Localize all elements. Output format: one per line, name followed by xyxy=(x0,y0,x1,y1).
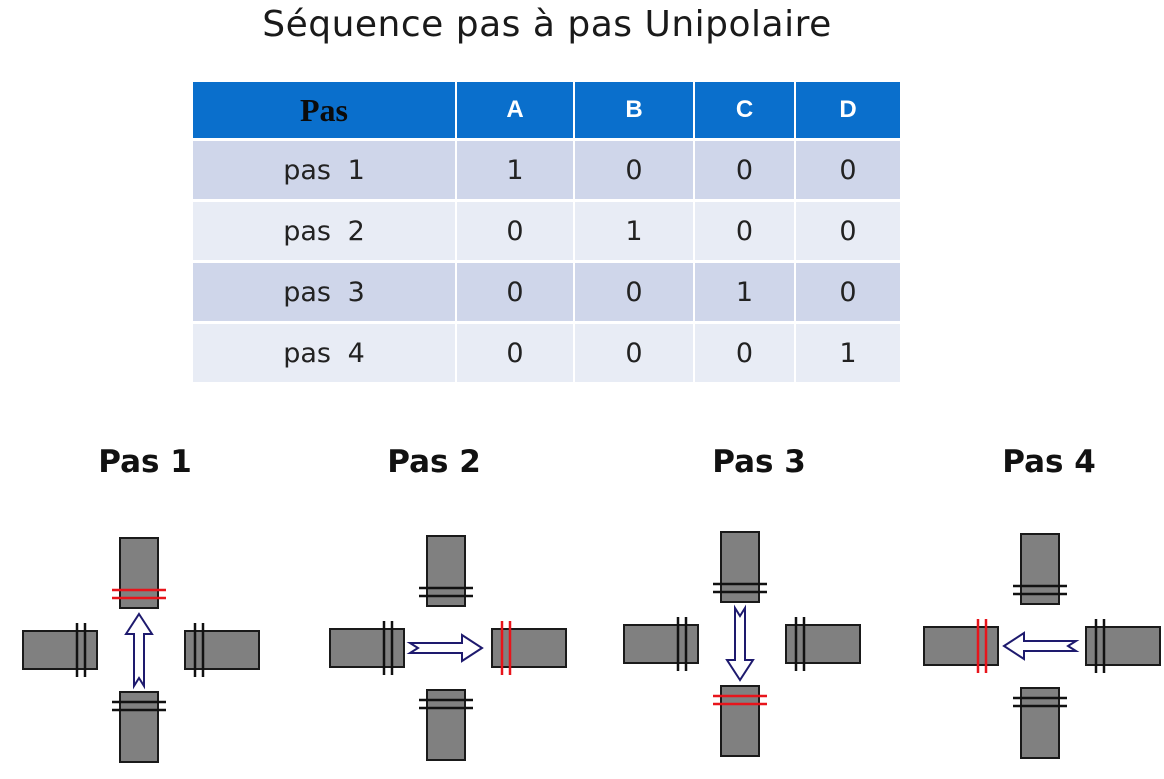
pole-right xyxy=(785,624,861,664)
table-header-row: Pas A B C D xyxy=(193,82,900,138)
row-label: pas 1 xyxy=(193,141,455,199)
row-label: pas 2 xyxy=(193,202,455,260)
header-d: D xyxy=(796,82,900,138)
cell-b: 0 xyxy=(575,324,693,382)
arrow-up-icon xyxy=(124,612,154,690)
pole-right xyxy=(491,628,567,668)
table-row: pas 4 0 0 0 1 xyxy=(193,324,900,382)
pole-top xyxy=(426,535,466,607)
pole-bottom xyxy=(426,689,466,761)
pole-right xyxy=(1085,626,1161,666)
row-label: pas 4 xyxy=(193,324,455,382)
cell-b: 1 xyxy=(575,202,693,260)
cell-c: 0 xyxy=(695,141,794,199)
table-row: pas 2 0 1 0 0 xyxy=(193,202,900,260)
table-row: pas 3 0 0 1 0 xyxy=(193,263,900,321)
cell-a: 0 xyxy=(457,324,573,382)
step-diagram-3 xyxy=(623,531,861,757)
cell-b: 0 xyxy=(575,263,693,321)
header-c: C xyxy=(695,82,794,138)
cell-a: 0 xyxy=(457,263,573,321)
step-diagram-1 xyxy=(22,537,260,763)
row-label: pas 3 xyxy=(193,263,455,321)
step-diagram-4 xyxy=(923,533,1161,759)
pole-bottom xyxy=(720,685,760,757)
step-1-title: Pas 1 xyxy=(98,444,192,480)
sequence-table: Pas A B C D pas 1 1 0 0 0 pas 2 0 1 0 0 … xyxy=(191,79,902,385)
pole-bottom xyxy=(119,691,159,763)
header-b: B xyxy=(575,82,693,138)
pole-bottom xyxy=(1020,687,1060,759)
arrow-down-icon xyxy=(725,604,755,682)
step-diagram-2 xyxy=(329,535,567,761)
cell-a: 1 xyxy=(457,141,573,199)
cell-d: 0 xyxy=(796,202,900,260)
arrow-left-icon xyxy=(1002,631,1080,661)
step-4-title: Pas 4 xyxy=(1002,444,1096,480)
step-2-title: Pas 2 xyxy=(387,444,481,480)
pole-top xyxy=(720,531,760,603)
pole-top xyxy=(119,537,159,609)
cell-d: 0 xyxy=(796,141,900,199)
pole-top xyxy=(1020,533,1060,605)
arrow-right-icon xyxy=(406,633,484,663)
header-a: A xyxy=(457,82,573,138)
table-row: pas 1 1 0 0 0 xyxy=(193,141,900,199)
cell-b: 0 xyxy=(575,141,693,199)
header-pas: Pas xyxy=(193,82,455,138)
cell-d: 0 xyxy=(796,263,900,321)
cell-c: 1 xyxy=(695,263,794,321)
pole-right xyxy=(184,630,260,670)
step-3-title: Pas 3 xyxy=(712,444,806,480)
cell-c: 0 xyxy=(695,324,794,382)
page-title: Séquence pas à pas Unipolaire xyxy=(262,4,832,45)
cell-a: 0 xyxy=(457,202,573,260)
cell-c: 0 xyxy=(695,202,794,260)
cell-d: 1 xyxy=(796,324,900,382)
